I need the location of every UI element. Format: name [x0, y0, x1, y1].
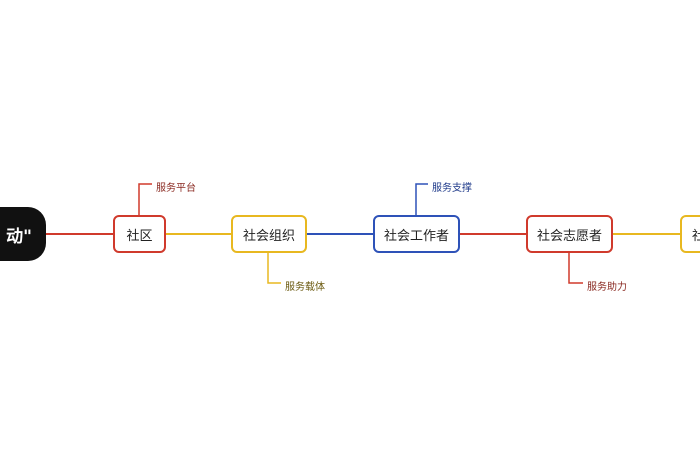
annotation-service-carrier: 服务载体	[285, 282, 325, 293]
node-label: 社会组织	[242, 228, 295, 244]
annotation-leader	[568, 253, 583, 284]
node-shehui-gongzuozhe[interactable]: 社会工作者	[373, 215, 460, 253]
node-label: 社会工作者	[383, 228, 449, 244]
annotation-service-platform: 服务平台	[156, 183, 196, 194]
node-label: 社会志愿者	[536, 228, 602, 244]
root-node[interactable]: 动"	[0, 207, 46, 261]
annotation-leader	[415, 183, 428, 215]
annotation-service-support: 服务支撑	[432, 183, 472, 194]
node-label: 社	[692, 228, 700, 244]
node-shequ[interactable]: 社区	[113, 215, 166, 253]
annotation-leader	[138, 183, 152, 215]
node-label: 社区	[126, 228, 153, 244]
node-shehui-zuzhi[interactable]: 社会组织	[231, 215, 307, 253]
node-shehui-zhiyuanzhe[interactable]: 社会志愿者	[526, 215, 613, 253]
node-partial[interactable]: 社	[680, 215, 700, 253]
annotation-service-assistance: 服务助力	[587, 282, 627, 293]
annotation-leader	[267, 253, 281, 284]
